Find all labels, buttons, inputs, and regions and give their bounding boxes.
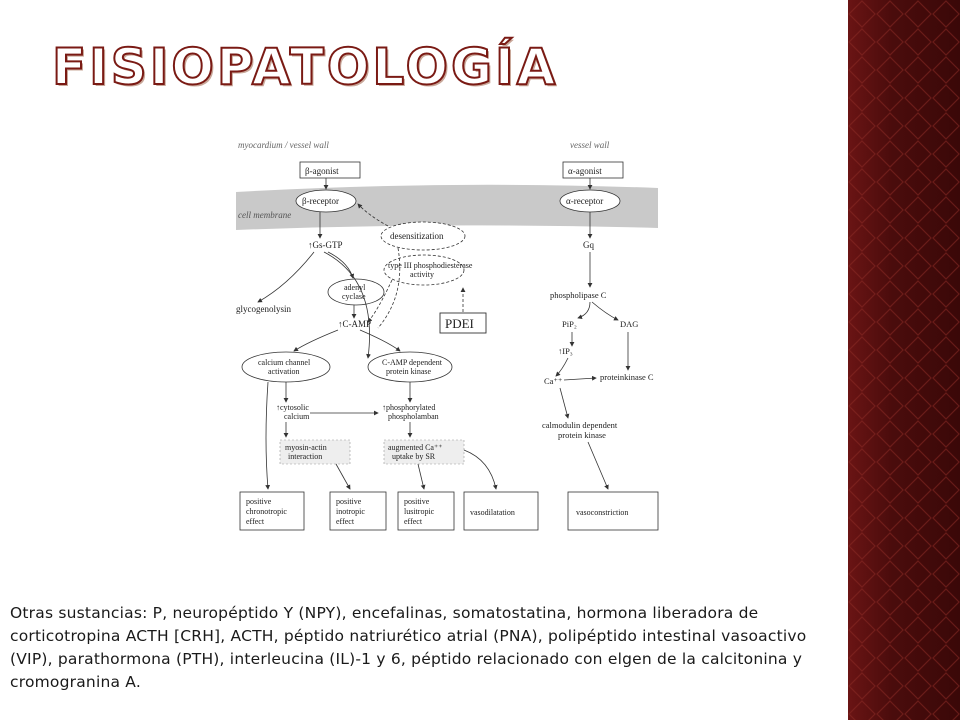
vasodilatation-label: vasodilatation [470,508,515,517]
ino-label-2: inotropic [336,507,365,516]
augmented-label-2: uptake by SR [392,452,436,461]
pathway-arrows [257,178,631,490]
pip2-label: PiP₂ [562,319,577,329]
beta-receptor-node [295,189,357,213]
dag-label: DAG [620,319,638,329]
signaling-pathway-diagram: myocardium / vessel wall vessel wall cel… [236,140,659,531]
header-right: vessel wall [570,140,610,150]
phospholipase-label: phospholipase C [550,290,607,300]
beta-receptor-label: β-receptor [302,196,339,206]
slide-title: FISIOPATOLOGÍA [51,38,559,96]
chronotropic-box [239,491,305,531]
pde3-label-2: activity [410,270,434,279]
cytosolic-label-1: ↑cytosolic [276,403,309,412]
chrono-label-2: chronotropic [246,507,287,516]
chrono-label-3: effect [246,517,265,526]
calcium-channel-label-2: activation [268,367,300,376]
desensitization-label: desensitization [390,231,444,241]
adenyl-cyclase-node [327,278,385,306]
vasodilatation-box [463,491,539,531]
cytosolic-label-2: calcium [284,412,310,421]
proteinkinase-c-label: proteinkinase C [600,372,654,382]
ino-label-1: positive [336,497,362,506]
phosph-label-1: ↑phosphorylated [382,403,435,412]
phosph-label-2: phospholamban [388,412,439,421]
ca-label: Ca⁺⁺ [544,376,563,386]
diamond-pattern [848,0,960,720]
pdei-box [439,312,487,334]
myosin-label-2: interaction [288,452,322,461]
slide-body-text: Otras sustancias: P, neuropéptido Y (NPY… [10,604,807,691]
lusi-label-3: effect [404,517,423,526]
inotropic-box [329,491,387,531]
vasoconstriction-box [567,491,659,531]
adenyl-label-2: cyclase [342,292,366,301]
calmodulin-label-2: protein kinase [558,430,606,440]
desensitization-node [380,221,466,251]
header-left: myocardium / vessel wall [238,140,329,150]
beta-agonist-box [299,161,361,179]
vasoconstriction-label: vasoconstriction [576,508,628,517]
sr-uptake-area [383,439,465,465]
glycogenolysin-label: glycogenolysin [236,304,291,314]
lusitropic-box [397,491,455,531]
alpha-agonist-box [562,161,624,179]
pde3-node [383,254,465,286]
alpha-agonist-label: α-agonist [568,166,602,176]
pde3-label-1: type III phosphodiesterase [388,261,473,270]
alpha-receptor-label: α-receptor [566,196,603,206]
lusi-label-2: lusitropic [404,507,435,516]
myosin-actin-area [279,439,351,465]
membrane-label: cell membrane [238,210,291,220]
augmented-label-1: augmented Ca⁺⁺ [388,443,442,452]
myosin-label-1: myosin-actin [285,443,327,452]
camp-kinase-label-2: protein kinase [386,367,432,376]
pdei-label: PDEI [445,316,474,331]
adenyl-label-1: adenyl [344,283,366,292]
ip3-label: ↑IP₃ [558,346,573,356]
calcium-channel-label-1: calcium channel [258,358,311,367]
calmodulin-label-1: calmodulin dependent [542,420,618,430]
chrono-label-1: positive [246,497,272,506]
gq-label: Gq [583,240,594,250]
lusi-label-1: positive [404,497,430,506]
beta-agonist-label: β-agonist [305,166,339,176]
ino-label-3: effect [336,517,355,526]
gs-gtp-label: ↑Gs-GTP [308,240,343,250]
decorative-side-band [848,0,960,720]
camp-kinase-label-1: C-AMP dependent [382,358,443,367]
camp-label: ↑C-AMP [338,319,371,329]
